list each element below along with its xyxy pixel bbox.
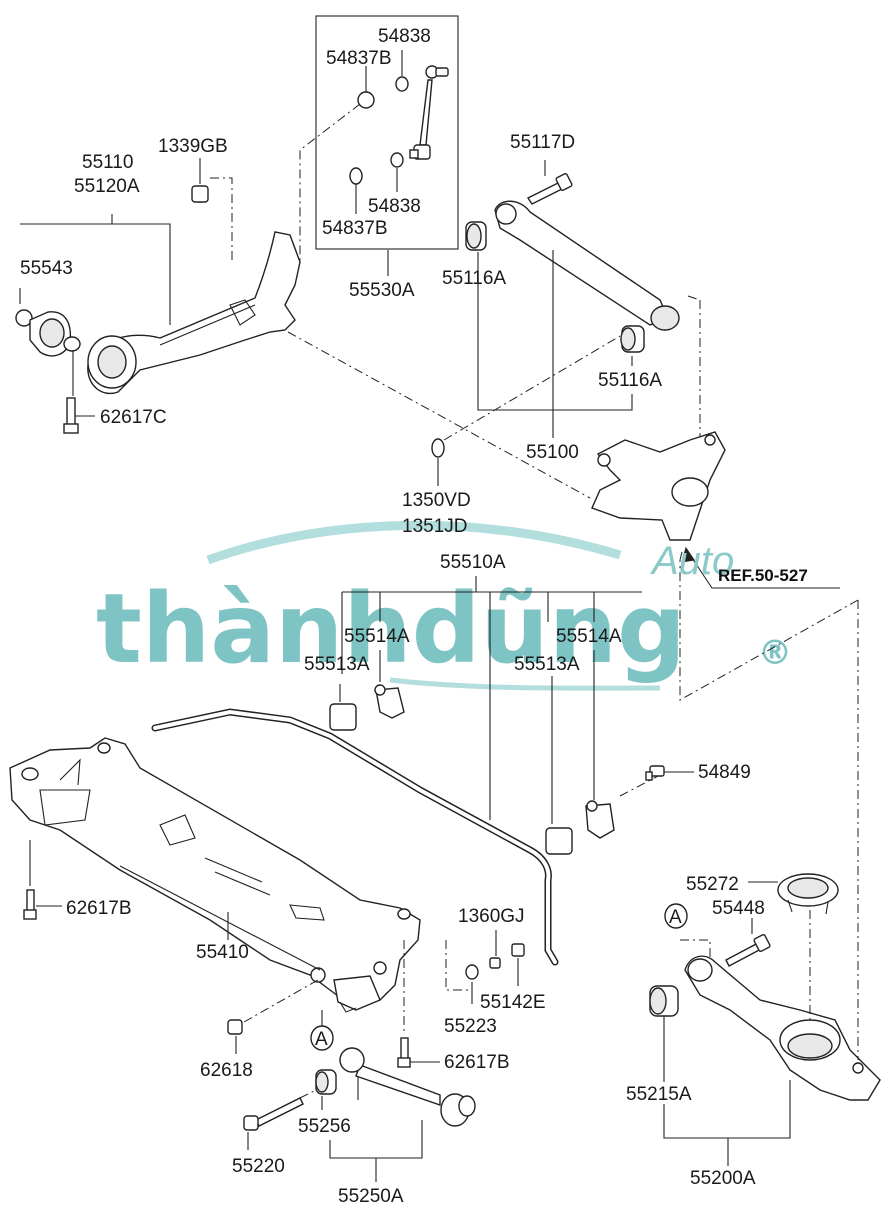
- label-1339GB: 1339GB: [158, 136, 228, 157]
- label-55256: 55256: [298, 1116, 351, 1137]
- bolt-55220: [243, 1097, 304, 1131]
- label-1360GJ: 1360GJ: [458, 906, 525, 927]
- label-55116A-left: 55116A: [442, 268, 506, 289]
- nut-54837B-top: [357, 91, 375, 109]
- label-55513A-left: 55513A: [304, 654, 370, 675]
- bushing-55116A-left: [465, 221, 487, 251]
- watermark: thànhdũng Auto ®: [96, 520, 792, 691]
- bushing-55116A-right: [620, 325, 645, 353]
- label-55250A: 55250A: [338, 1186, 404, 1207]
- nut-62618: [227, 1019, 243, 1035]
- bolt-54849: [645, 765, 665, 781]
- label-55530A: 55530A: [349, 280, 415, 301]
- bushing-55513A-left: [329, 703, 357, 731]
- washer-1350VD: [431, 438, 445, 458]
- label-62617B-left: 62617B: [66, 898, 132, 919]
- label-55513A-right: 55513A: [514, 654, 580, 675]
- label-55410: 55410: [196, 942, 249, 963]
- label-55514A-left: 55514A: [344, 626, 410, 647]
- lower-arm-55200A: [684, 955, 881, 1101]
- bolt-55448: [725, 934, 771, 967]
- label-54849: 54849: [698, 762, 751, 783]
- label-55448: 55448: [712, 898, 765, 919]
- bolt-62617B-bottom: [397, 1037, 411, 1068]
- subframe-55410: [9, 737, 421, 1013]
- washer-1360GJ: [489, 957, 501, 969]
- assist-arm-55250A: [339, 1047, 476, 1127]
- bracket-55514A-right: [585, 800, 615, 839]
- nut-55142E: [511, 943, 525, 957]
- watermark-sub: Auto: [650, 539, 734, 583]
- label-55272: 55272: [686, 874, 739, 895]
- nut-1339GB: [191, 185, 209, 203]
- lateral-arm-55100: [494, 200, 680, 331]
- marker-a-right: [664, 903, 688, 929]
- label-55110: 55110: [82, 152, 133, 173]
- label-54838-bottom: 54838: [368, 196, 421, 217]
- label-55543: 55543: [20, 258, 73, 279]
- label-62617C: 62617C: [100, 407, 167, 428]
- label-1351JD: 1351JD: [402, 516, 468, 537]
- bushing-55513A-right: [545, 827, 573, 855]
- trailing-arm: [87, 231, 301, 395]
- label-55117D: 55117D: [510, 132, 575, 153]
- marker-a-right-text: A: [669, 907, 682, 928]
- bushing-55543: [15, 309, 81, 357]
- label-54837B-bottom: 54837B: [322, 218, 388, 239]
- knuckle-ref: [591, 431, 726, 541]
- label-1350VD: 1350VD: [402, 490, 471, 511]
- bolt-55117D: [526, 173, 573, 205]
- label-62618: 62618: [200, 1060, 253, 1081]
- link-assembly-frame: [315, 15, 459, 250]
- label-55116A-right: 55116A: [598, 370, 662, 391]
- label-55142E: 55142E: [480, 992, 546, 1013]
- marker-a-left-text: A: [315, 1029, 328, 1050]
- label-54838-top: 54838: [378, 26, 431, 47]
- label-55120A: 55120A: [74, 176, 140, 197]
- label-55223: 55223: [444, 1016, 497, 1037]
- bushing-55215A: [649, 985, 679, 1017]
- bracket-55514A-left: [374, 684, 405, 719]
- label-55220: 55220: [232, 1156, 285, 1177]
- label-55510A: 55510A: [440, 552, 506, 573]
- label-54837B-top: 54837B: [326, 48, 392, 69]
- washer-55223: [465, 964, 479, 980]
- stabilizer-link-55530A: [409, 65, 449, 160]
- bolt-62617B-left: [23, 889, 37, 920]
- label-55100: 55100: [526, 442, 579, 463]
- bushing-55256: [315, 1069, 337, 1095]
- bolt-62617C: [63, 397, 79, 434]
- nut-54837B-bottom: [349, 167, 363, 185]
- label-55215A: 55215A: [626, 1084, 692, 1105]
- label-62617B-bottom: 62617B: [444, 1052, 510, 1073]
- label-55200A: 55200A: [690, 1168, 756, 1189]
- label-55514A-right: 55514A: [556, 626, 622, 647]
- washer-54838-top: [395, 76, 409, 92]
- washer-54838-bottom: [390, 152, 404, 168]
- label-ref-50-527: REF.50-527: [718, 566, 808, 585]
- spring-seat-55272: [777, 873, 839, 915]
